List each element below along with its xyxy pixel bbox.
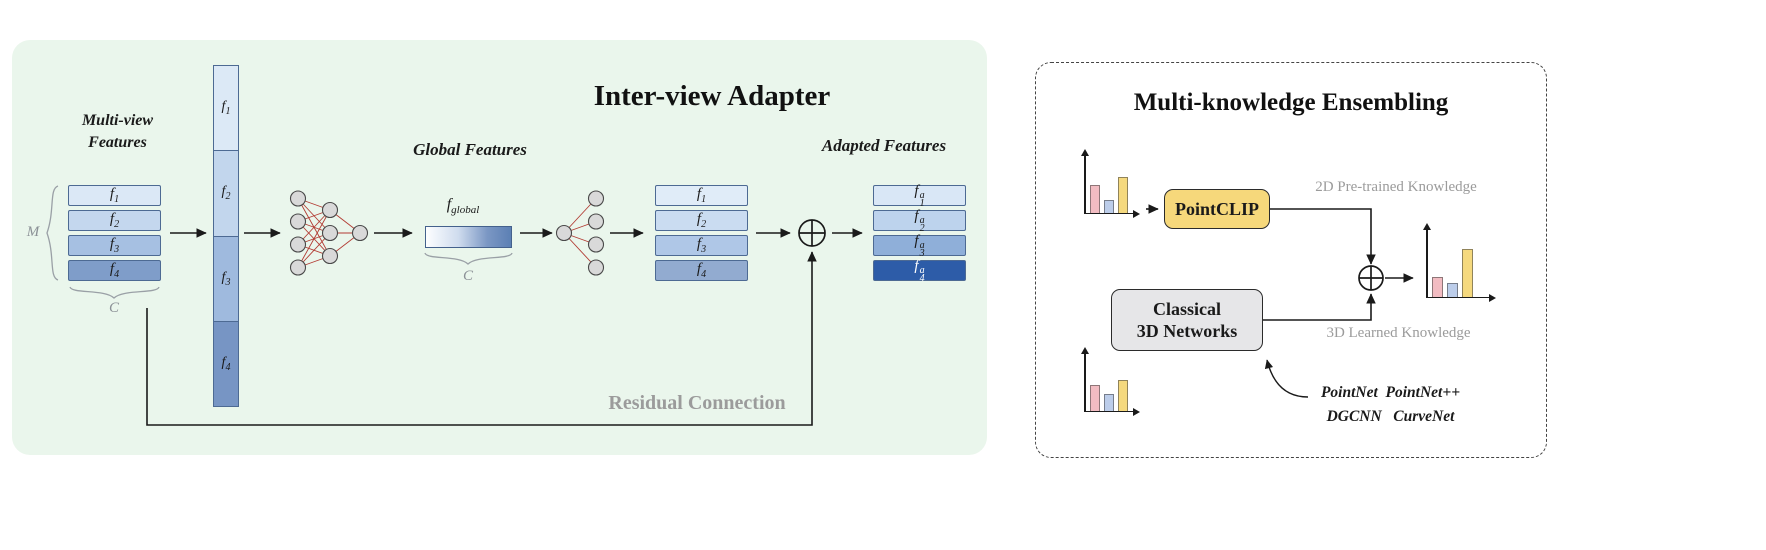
network-names-line2: DGCNN CurveNet xyxy=(1326,408,1455,426)
adapted-features-label: Adapted Features xyxy=(821,136,947,155)
chart-y-arrowhead xyxy=(1080,149,1089,156)
m-dimension-label: M xyxy=(26,224,40,240)
line-2d-knowledge xyxy=(1270,208,1376,265)
blue-bar xyxy=(1447,282,1458,297)
feature-bar-f2: f2 xyxy=(68,210,161,231)
chart-x-arrowhead xyxy=(1133,407,1140,416)
feature-bar-f4: f4 xyxy=(68,260,161,281)
chart-bars xyxy=(1090,176,1128,213)
chart-x-axis xyxy=(1084,212,1133,214)
feature-bar-f3: f3 xyxy=(655,235,748,256)
c-dimension-label: C xyxy=(108,300,119,316)
2d-pretrained-knowledge-label: 2D Pre-trained Knowledge xyxy=(1315,179,1477,195)
concat-segment-f4: f4 xyxy=(214,320,238,406)
f-global-label: fglobal xyxy=(446,196,480,217)
chart-y-arrowhead xyxy=(1080,347,1089,354)
concat-segment-f1: f1 xyxy=(214,66,238,151)
pink-bar xyxy=(1090,384,1100,411)
multi-view-feature-stack: f1 f2 f3 f4 xyxy=(68,185,161,281)
concat-segment-f3: f3 xyxy=(214,235,238,321)
network-names-line1: PointNet PointNet++ xyxy=(1320,384,1461,401)
multi-knowledge-title: Multi-knowledge Ensembling xyxy=(1133,89,1449,116)
yellow-bar xyxy=(1118,379,1128,411)
c-dimension-label-global: C xyxy=(462,268,473,284)
ensembled-output-chart-icon xyxy=(1418,223,1496,305)
3d-learned-knowledge-label: 3D Learned Knowledge xyxy=(1326,325,1471,341)
multi-knowledge-ensembling-panel: Multi-knowledge Ensembling PointCLIP 2D … xyxy=(1035,62,1547,458)
c-underbrace-input xyxy=(69,286,160,299)
yellow-bar xyxy=(1118,176,1128,213)
concat-segment-f2: f2 xyxy=(214,150,238,236)
feature-bar-f4: f4 xyxy=(655,260,748,281)
pointclip-box: PointCLIP xyxy=(1164,189,1270,229)
global-features-label: Global Features xyxy=(413,140,527,159)
decoded-feature-stack: f1 f2 f3 f4 xyxy=(655,185,748,281)
c-underbrace-global xyxy=(424,252,513,265)
concatenated-feature-bar: f1 f2 f3 f4 xyxy=(213,65,239,407)
encoder-network-edges xyxy=(297,198,361,268)
pink-bar xyxy=(1090,184,1100,213)
chart-y-axis xyxy=(1084,353,1086,412)
chart-x-arrowhead xyxy=(1133,209,1140,218)
chart-x-axis xyxy=(1426,296,1489,298)
2d-features-chart-icon xyxy=(1076,149,1140,221)
blue-bar xyxy=(1104,393,1114,411)
chart-x-arrowhead xyxy=(1489,293,1496,302)
chart-bars xyxy=(1090,379,1128,411)
classical-network-names: PointNet PointNet++ DGCNN CurveNet xyxy=(1298,381,1483,429)
yellow-bar xyxy=(1462,248,1473,297)
decoder-network-edges xyxy=(563,198,597,268)
chart-bars xyxy=(1432,248,1473,297)
feature-bar-f1: f1 xyxy=(68,185,161,206)
classical-3d-networks-box: Classical 3D Networks xyxy=(1111,289,1263,351)
inter-view-adapter-title: Inter-view Adapter xyxy=(593,80,831,112)
pink-bar xyxy=(1432,276,1443,297)
feature-bar-f1: f1 xyxy=(655,185,748,206)
global-feature-bar xyxy=(425,226,512,248)
3d-features-chart-icon xyxy=(1076,347,1140,419)
chart-y-arrowhead xyxy=(1422,223,1431,230)
m-brace xyxy=(46,185,59,281)
decoder-network-nodes xyxy=(555,190,605,276)
line-3d-knowledge xyxy=(1263,293,1376,321)
feature-bar-f3: f3 xyxy=(68,235,161,256)
multi-view-features-label: Multi-view Features xyxy=(81,112,154,151)
residual-connection-label: Residual Connection xyxy=(608,392,786,414)
chart-x-axis xyxy=(1084,410,1133,412)
plus-circle-icon xyxy=(798,219,826,247)
feature-bar-f2: f2 xyxy=(655,210,748,231)
inter-view-adapter-panel: Inter-view Adapter Multi-view Features M… xyxy=(12,40,987,455)
chart-y-axis xyxy=(1084,155,1086,214)
blue-bar xyxy=(1104,199,1114,213)
encoder-network-nodes xyxy=(289,190,369,276)
chart-y-axis xyxy=(1426,229,1428,298)
plus-circle-icon xyxy=(1358,265,1384,291)
